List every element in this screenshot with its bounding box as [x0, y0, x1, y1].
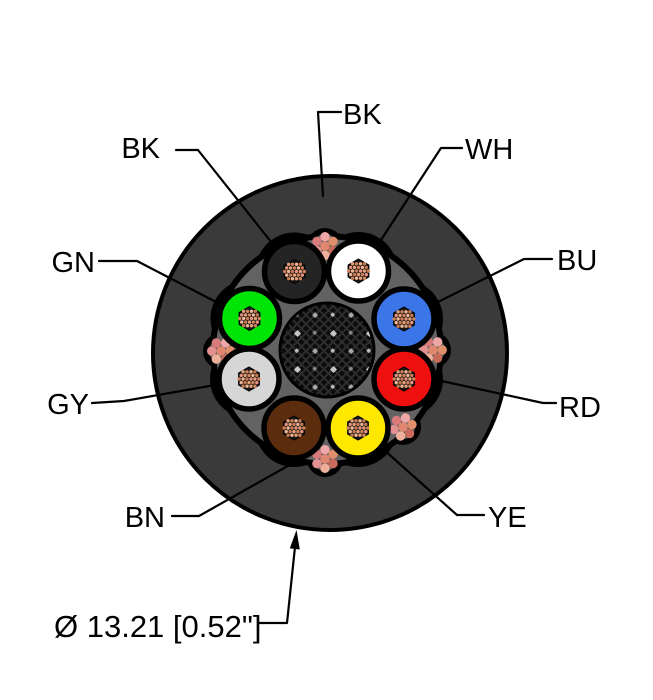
diameter-dimension-label: Ø 13.21 [0.52"]	[54, 609, 261, 644]
conductor-brown	[261, 395, 327, 461]
center-filler-braid	[278, 301, 376, 399]
conductor-red	[371, 346, 437, 412]
leader-line-gy	[90, 383, 217, 405]
leader-line-jacket-bk	[316, 110, 343, 198]
conductor-green	[216, 285, 283, 352]
label-bn: BN	[125, 502, 165, 534]
conductor-black	[261, 238, 328, 305]
leader-line-ye	[381, 447, 486, 517]
leader-line-rd	[435, 378, 558, 405]
leader-line-bn	[170, 448, 318, 518]
dimension-arrow	[257, 530, 300, 625]
conductor-blue	[371, 286, 437, 352]
leader-line-bu	[434, 257, 554, 305]
conductor-gray	[216, 346, 282, 412]
label-bk: BK	[121, 133, 160, 165]
label-gy: GY	[47, 389, 89, 421]
label-wh: WH	[465, 134, 513, 166]
label-bu: BU	[557, 245, 597, 277]
conductor-white	[325, 238, 392, 304]
leader-line-wh	[377, 146, 464, 245]
label-ye: YE	[488, 502, 527, 534]
conductor-yellow	[325, 395, 391, 461]
leader-line-gn	[97, 259, 220, 305]
label-rd: RD	[559, 392, 601, 424]
label-jacket-bk: BK	[343, 99, 382, 131]
label-gn: GN	[52, 247, 96, 279]
leader-line-bk	[174, 148, 274, 245]
